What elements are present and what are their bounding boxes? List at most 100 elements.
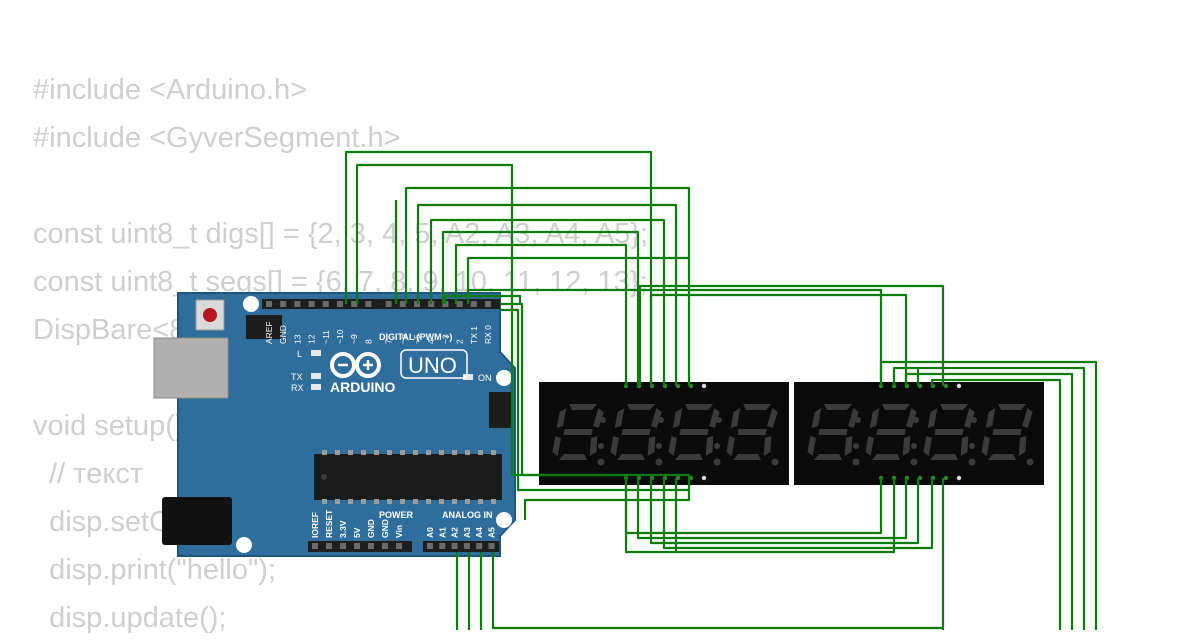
- colon-dot: [716, 417, 722, 423]
- power-header-pins[interactable]: [312, 543, 402, 549]
- segment: [818, 429, 848, 435]
- mount-hole: [496, 512, 512, 528]
- header-pin[interactable]: [322, 301, 329, 307]
- segment: [848, 408, 859, 428]
- power-pin-label: 3.3V: [338, 520, 348, 538]
- colon-dot: [658, 417, 664, 423]
- segment: [647, 436, 656, 456]
- display-pin[interactable]: [943, 475, 949, 481]
- digit: [807, 404, 860, 466]
- digital-pin-label: AREF: [264, 321, 274, 344]
- header-pin[interactable]: [280, 301, 287, 307]
- header-pin[interactable]: [354, 543, 360, 549]
- display-right: [794, 382, 1044, 485]
- header-pin[interactable]: [439, 543, 446, 549]
- header-pin[interactable]: [368, 543, 374, 549]
- digital-pin-label: ~3: [440, 334, 450, 344]
- segment: [593, 408, 604, 428]
- segment: [923, 436, 932, 456]
- arduino-logo-text: ARDUINO: [330, 379, 395, 395]
- reset-button-cap[interactable]: [203, 308, 217, 322]
- led-rx-label: RX: [291, 383, 304, 393]
- chip-leg: [322, 499, 327, 504]
- wire: [892, 366, 1086, 630]
- segment: [737, 429, 767, 435]
- segment: [672, 408, 683, 428]
- decimal-point: [852, 458, 860, 466]
- chip-leg: [426, 499, 431, 504]
- segment: [569, 404, 598, 410]
- header-pin[interactable]: [456, 301, 463, 307]
- wire: [466, 256, 689, 304]
- digit: [923, 404, 976, 466]
- analog-pin-label: A1: [437, 527, 447, 538]
- display-pin[interactable]: [943, 383, 949, 389]
- segment: [730, 408, 741, 428]
- header-pin[interactable]: [488, 543, 495, 549]
- display-pin[interactable]: [956, 475, 962, 481]
- wire: [649, 293, 908, 386]
- header-pin[interactable]: [326, 543, 332, 549]
- code-line: // текст: [33, 458, 144, 490]
- wire: [466, 288, 883, 386]
- icsp-header: [246, 315, 282, 339]
- chip-leg: [374, 450, 379, 455]
- header-pin[interactable]: [312, 543, 318, 549]
- analog-header-pins[interactable]: [427, 543, 495, 549]
- header-pin[interactable]: [266, 301, 272, 307]
- digital-pin-label: 8: [363, 339, 373, 344]
- display-pin[interactable]: [956, 383, 962, 389]
- header-pin[interactable]: [470, 301, 477, 307]
- code-line: disp.print("hello");: [33, 554, 277, 586]
- chip-leg: [491, 499, 496, 504]
- led-on: [463, 374, 473, 380]
- header-pin[interactable]: [476, 543, 483, 549]
- header-pin[interactable]: [427, 543, 433, 549]
- code-line: const uint8_t digs[] = {2, 3, 4, 5, A2, …: [33, 218, 649, 250]
- segment: [824, 404, 853, 410]
- digital-pin-label: 2: [455, 339, 465, 344]
- header-pin[interactable]: [485, 301, 491, 307]
- header-pin[interactable]: [396, 543, 402, 549]
- digit: [668, 404, 721, 466]
- header-pin[interactable]: [382, 543, 388, 549]
- header-pin[interactable]: [294, 301, 301, 307]
- arduino-infinity-icon: [330, 352, 381, 378]
- display-pin[interactable]: [701, 383, 707, 389]
- decimal-point: [771, 458, 779, 466]
- chip-leg: [426, 450, 431, 455]
- header-pin[interactable]: [308, 301, 315, 307]
- wire: [638, 284, 945, 386]
- header-pin[interactable]: [340, 543, 346, 549]
- segment: [763, 436, 772, 456]
- segment: [811, 408, 822, 428]
- header-pin[interactable]: [451, 543, 458, 549]
- segment: [807, 436, 816, 456]
- wire: [443, 294, 522, 304]
- digital-pin-label: ~11: [321, 330, 331, 344]
- header-pin[interactable]: [365, 301, 372, 307]
- wire: [879, 360, 1098, 630]
- header-pin[interactable]: [351, 301, 358, 307]
- header-pin[interactable]: [385, 301, 392, 307]
- segment: [552, 436, 561, 456]
- header-pin[interactable]: [399, 301, 406, 307]
- segment: [927, 408, 938, 428]
- led-tx-label: TX: [291, 372, 303, 382]
- chip-leg: [478, 450, 483, 455]
- digital-header: [262, 299, 500, 309]
- led-on-label: ON: [478, 373, 492, 383]
- uno-text: UNO: [408, 353, 457, 378]
- segment: [872, 454, 900, 460]
- power-pin-label: 5V: [352, 527, 362, 538]
- segment: [679, 429, 709, 435]
- wire: [491, 552, 943, 630]
- header-pin[interactable]: [337, 301, 343, 307]
- colon-dot: [600, 417, 606, 423]
- power-pin-label: GND: [366, 519, 376, 538]
- header-pin[interactable]: [463, 543, 470, 549]
- display-pin[interactable]: [701, 475, 707, 481]
- chip-leg: [465, 450, 470, 455]
